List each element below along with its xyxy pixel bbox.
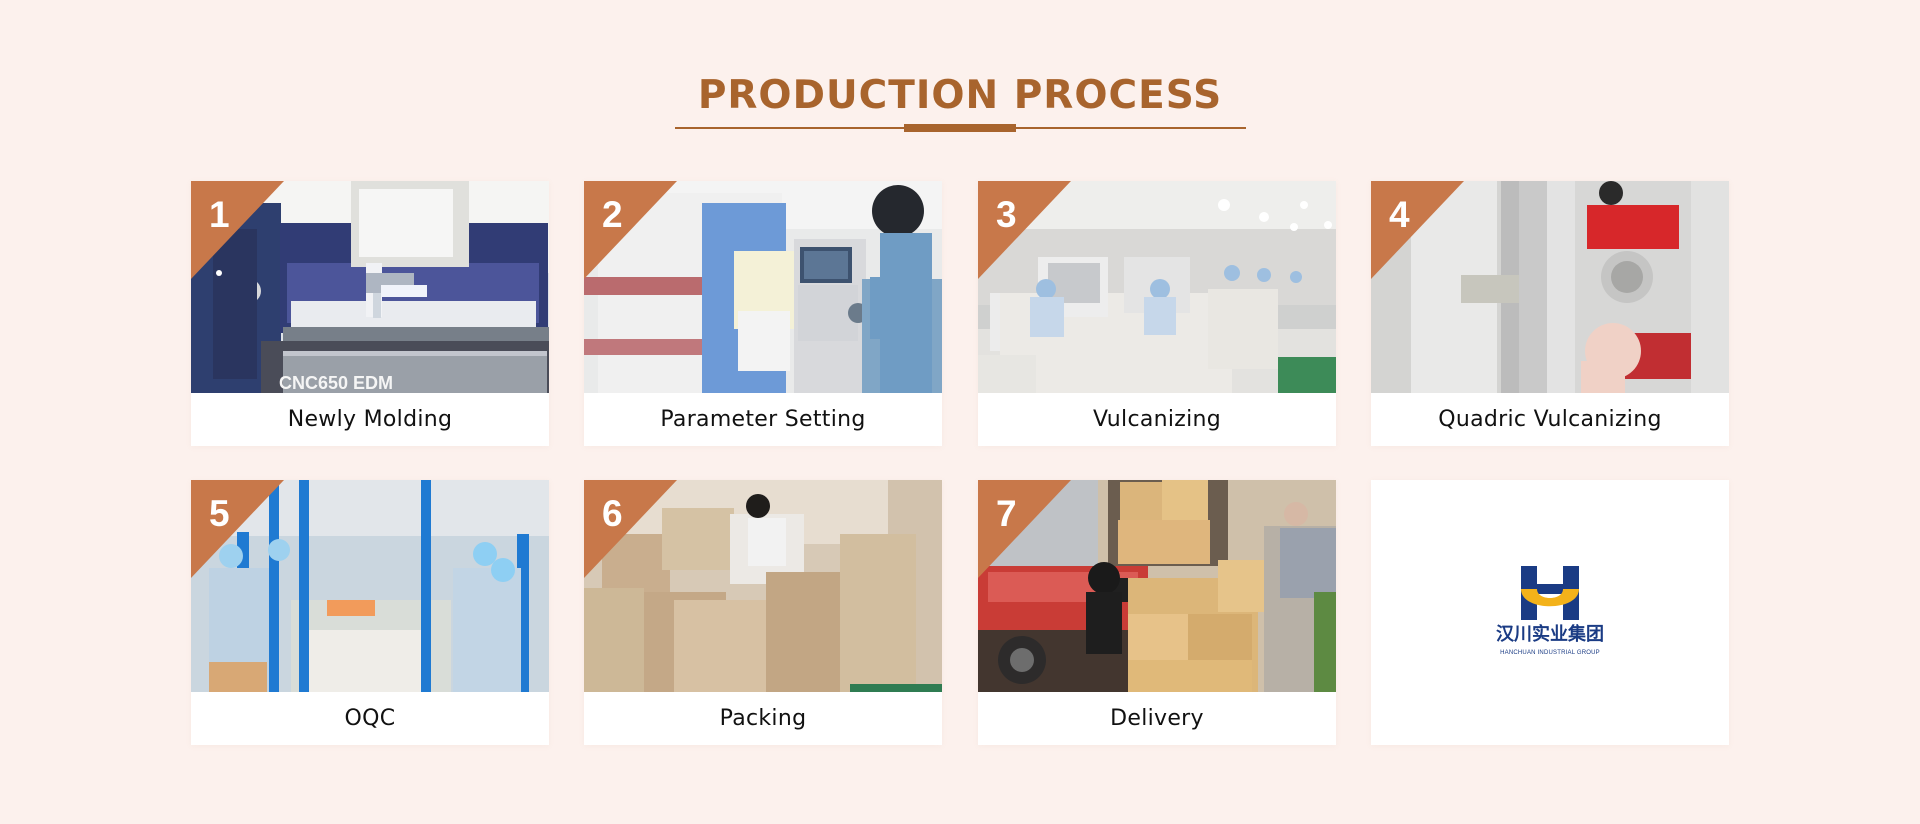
- brand-name-cn: 汉川实业集团: [1496, 624, 1604, 645]
- company-logo-icon: [1521, 566, 1579, 620]
- step-number: 1: [209, 194, 230, 235]
- title-underline-accent: [904, 124, 1016, 132]
- step-number: 7: [996, 493, 1017, 534]
- step-number: 3: [996, 194, 1017, 235]
- step-ribbon: [191, 181, 284, 279]
- process-photo-image: CNC650 EDM: [191, 181, 549, 393]
- section-title: PRODUCTION PROCESS: [697, 73, 1223, 118]
- machine-label-text: CNC650 EDM: [279, 373, 393, 393]
- step-ribbon: [584, 181, 677, 279]
- step-ribbon: [978, 181, 1071, 279]
- step-label: OQC: [344, 706, 396, 731]
- process-photo: [978, 181, 1336, 393]
- company-logo-card: 汉川实业集团 HANCHUAN INDUSTRIAL GROUP: [1371, 480, 1729, 745]
- step-label: Quadric Vulcanizing: [1438, 407, 1662, 432]
- process-photo-image: [584, 181, 942, 393]
- step-number: 4: [1389, 194, 1410, 235]
- process-photo: [584, 181, 942, 393]
- step-number: 6: [602, 493, 623, 534]
- step-number: 5: [209, 493, 230, 534]
- step-label: Vulcanizing: [1092, 407, 1222, 432]
- step-ribbon: [1371, 181, 1464, 279]
- step-label: Packing: [719, 706, 807, 731]
- process-photo-image: [978, 181, 1336, 393]
- process-card-parameter-setting[interactable]: 2 Parameter Setting: [584, 181, 942, 446]
- step-ribbon: [978, 480, 1071, 578]
- process-card-newly-molding[interactable]: CNC650 EDM 1 Newly Molding: [191, 181, 549, 446]
- company-logo: 汉川实业集团 HANCHUAN INDUSTRIAL GROUP: [1484, 564, 1616, 664]
- step-ribbon: [584, 480, 677, 578]
- step-ribbon: [191, 480, 284, 578]
- process-photo: CNC650 EDM: [191, 181, 549, 393]
- step-label: Delivery: [1110, 706, 1204, 731]
- step-number: 2: [602, 194, 623, 235]
- process-card-quadric-vulcanizing[interactable]: 4 Quadric Vulcanizing: [1371, 181, 1729, 446]
- process-card-vulcanizing[interactable]: 3 Vulcanizing: [978, 181, 1336, 446]
- step-label: Parameter Setting: [660, 407, 866, 432]
- process-card-oqc[interactable]: 5 OQC: [191, 480, 549, 745]
- process-card-packing[interactable]: 6 Packing: [584, 480, 942, 745]
- step-label: Newly Molding: [287, 407, 453, 432]
- section-header: PRODUCTION PROCESS: [0, 0, 1920, 140]
- process-card-delivery[interactable]: 7 Delivery: [978, 480, 1336, 745]
- brand-name-en: HANCHUAN INDUSTRIAL GROUP: [1500, 650, 1600, 656]
